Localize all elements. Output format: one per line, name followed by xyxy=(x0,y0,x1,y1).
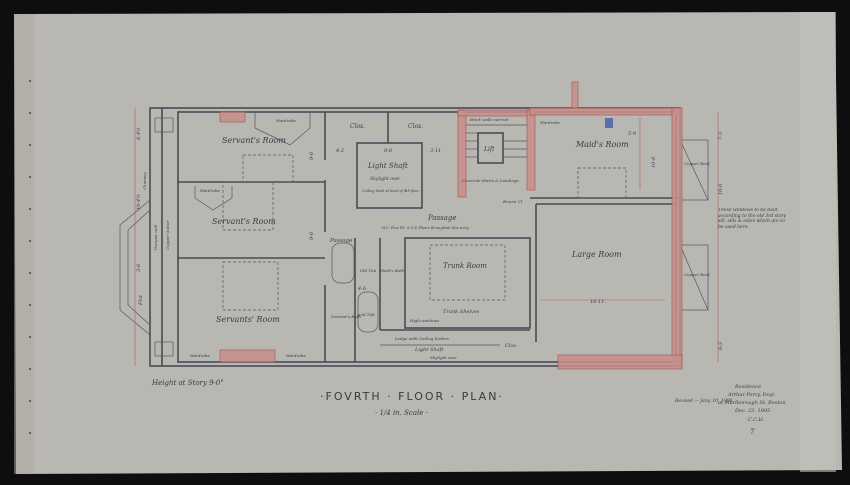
label-servants-room-3: Servants' Room xyxy=(216,315,280,324)
label-high-windows: High windows xyxy=(409,318,439,323)
label-floor-note: H.C. Pine Flr. & S.P. Floors throughout … xyxy=(381,226,469,230)
label-tub: and Tub xyxy=(358,312,375,317)
label-wardrobe-1: Wardrobe xyxy=(276,118,297,123)
drawing-title: ·FOVRTH · FLOOR · PLAN· xyxy=(320,390,504,403)
revised-note: Revised — Jany. 10, 1906 xyxy=(674,398,733,404)
label-lift: Lift xyxy=(483,146,495,153)
label-clos-1: Clos. xyxy=(350,123,365,130)
label-skylight-2: Skylight over xyxy=(430,355,458,360)
dim-label: 5-9 xyxy=(628,131,637,137)
dim-label: 3-6 xyxy=(136,263,142,272)
label-wardrobe-4: Wardrobe xyxy=(286,353,307,358)
dim-label: 8-6 xyxy=(384,148,393,154)
sheet-number: 7 xyxy=(750,428,755,436)
label-servants-bath: Servant's Bath xyxy=(331,314,361,319)
dim-label: 10-0 xyxy=(718,183,724,195)
label-broom-closet: Broom Cl. xyxy=(502,199,523,204)
label-clos-3: Clos. xyxy=(505,343,518,349)
label-trunk-shelves: Trunk Shelves xyxy=(443,309,480,315)
side-note-text: These windows to be built according to t… xyxy=(718,208,787,230)
label-large-room: Large Room xyxy=(571,250,622,259)
dim-label: 6-4½ xyxy=(135,127,142,140)
title-block-line: Arthur Perry, Esqr. xyxy=(727,392,776,398)
dim-label: 3-11 xyxy=(430,148,441,154)
label-ceiling-sash: Ceiling Sash at level of 4th floor xyxy=(362,189,420,193)
label-flat: Flat xyxy=(138,294,144,306)
dim-label: 6-3 xyxy=(718,342,724,350)
label-light-shaft: Light Shaft xyxy=(367,162,408,170)
title-block: Revised — Jany. 10, 1906 Residence Arthu… xyxy=(674,384,786,436)
label-servants-room-2: Servant's Room xyxy=(212,217,276,226)
dim-label: 4-6 xyxy=(357,286,367,292)
side-note: These windows to be built according to t… xyxy=(718,208,787,230)
label-maids-room: Maid's Room xyxy=(575,140,629,149)
title-block-line: at Marlborough St. Boston xyxy=(718,400,786,406)
label-stairs: Concrete Stairs & Landings xyxy=(462,178,519,183)
title-block-line: Residence xyxy=(734,384,761,390)
label-copper-roof-2: Copper Roof xyxy=(684,272,711,277)
dimension-labels: 6-4½ 10-4½ 3-6 9-6 9-6 8-6 4-2 3-11 18-1… xyxy=(135,127,724,350)
label-ledge: Ledge with Ceiling Sashes xyxy=(394,336,449,341)
dim-label: 10-8 xyxy=(651,157,657,168)
label-wardrobe-3: Wardrobe xyxy=(190,353,211,358)
label-skylight: Skylight over xyxy=(370,176,401,182)
label-maids-bath: Maid's Bath xyxy=(379,268,405,273)
label-copper-roof-1: Copper Roof xyxy=(684,161,711,166)
label-old-tub: Old Tub xyxy=(360,268,377,273)
drawing-scale: · 1/4 in. Scale · xyxy=(375,409,428,417)
label-gutter: Copper Gutter xyxy=(165,220,170,250)
room-labels: Servant's Room Servant's Room Servants' … xyxy=(138,117,711,360)
dim-label: 10-4½ xyxy=(135,194,142,210)
dim-label: 9-6 xyxy=(309,231,315,240)
label-parapet: Parapet wall xyxy=(153,224,158,251)
label-clos-2: Clos. xyxy=(408,123,423,130)
dim-label: 18-11 xyxy=(590,299,604,305)
title-block-line: Dec. 23, 1905 xyxy=(734,408,770,414)
label-chimney: Chimney xyxy=(142,171,147,190)
dim-label: 9-6 xyxy=(309,151,315,160)
label-passage: Passage xyxy=(427,214,457,222)
label-light-shaft-2: Light Shaft xyxy=(414,347,444,353)
dim-label: 4-2 xyxy=(335,148,344,154)
label-brick: Brick walls carried xyxy=(469,117,509,122)
label-servants-room-1: Servant's Room xyxy=(222,136,286,145)
label-wardrobe-2: Wardrobe xyxy=(200,188,221,193)
dim-label: 7-3 xyxy=(718,132,724,140)
label-passage-2: Passage xyxy=(329,238,353,244)
label-wardrobe-5: Wardrobe xyxy=(540,120,561,125)
title-block-line: C.C.H. xyxy=(748,417,765,423)
brick-walls xyxy=(219,81,683,370)
story-height-note: Height at Story 9-0" xyxy=(151,379,224,387)
label-trunk-room: Trunk Room xyxy=(443,262,487,270)
